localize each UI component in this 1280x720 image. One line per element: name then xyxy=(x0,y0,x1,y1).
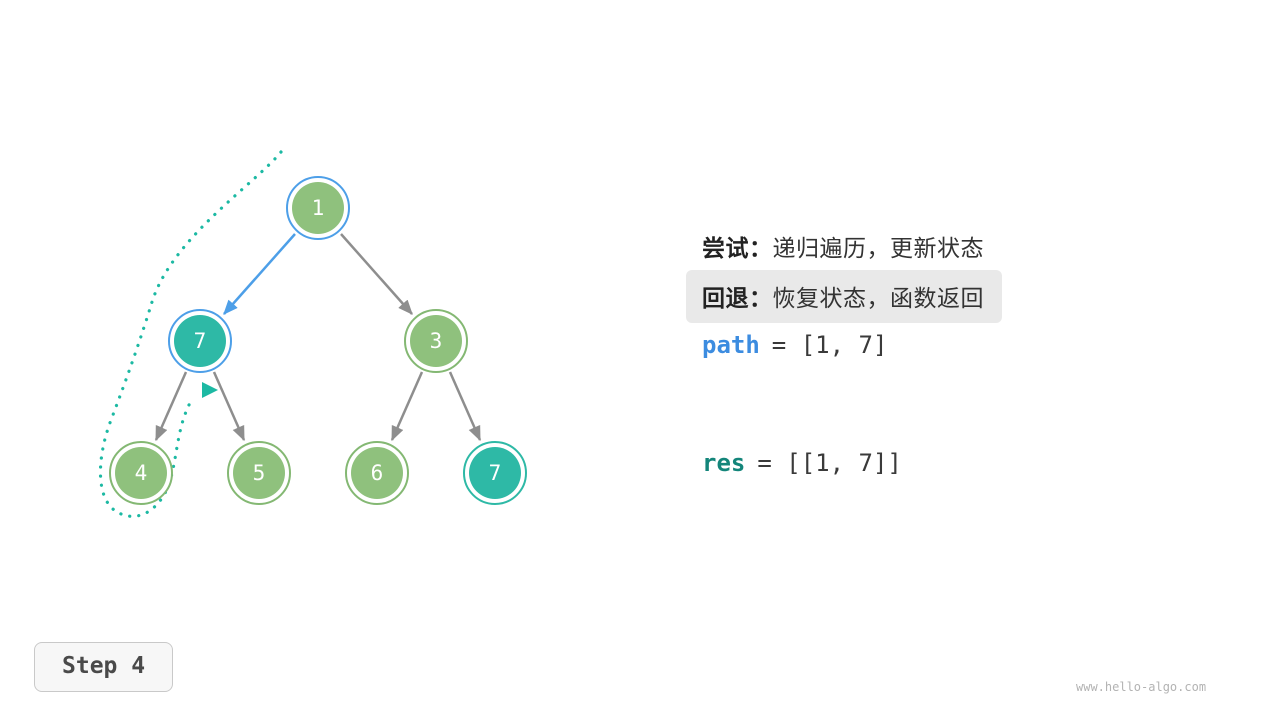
tree-node-3: 3 xyxy=(404,309,468,373)
step-indicator-label: Step 4 xyxy=(62,653,146,679)
edge-3-6 xyxy=(390,371,424,442)
tree-node-4-label: 4 xyxy=(115,447,167,499)
tree-node-4: 4 xyxy=(109,441,173,505)
tree-node-7-left-label: 7 xyxy=(174,315,226,367)
trace-arrowhead-icon xyxy=(202,382,218,398)
tree-node-7-right: 7 xyxy=(463,441,527,505)
tree-node-7-right-label: 7 xyxy=(469,447,521,499)
path-variable-line: path = [1, 7] xyxy=(702,331,887,359)
res-variable-name: res xyxy=(702,449,746,477)
tree-node-7-left: 7 xyxy=(168,309,232,373)
backtrack-note-box: 回退：恢复状态，函数返回 xyxy=(686,270,1002,323)
edge-1-3 xyxy=(340,233,413,315)
path-variable-value: = [1, 7] xyxy=(771,331,888,359)
try-note-label: 尝试： xyxy=(702,236,773,262)
tree-node-1: 1 xyxy=(286,176,350,240)
backtrack-note-text: 恢复状态，函数返回 xyxy=(772,286,984,312)
tree-node-6: 6 xyxy=(345,441,409,505)
step-indicator: Step 4 xyxy=(34,642,174,692)
tree-node-5: 5 xyxy=(227,441,291,505)
edge-3-7 xyxy=(448,371,482,442)
backtrack-trace-dotted xyxy=(98,150,283,518)
edge-7-5 xyxy=(212,371,246,442)
tree-node-3-label: 3 xyxy=(410,315,462,367)
tree-node-5-label: 5 xyxy=(233,447,285,499)
backtrack-note: 回退：恢复状态，函数返回 xyxy=(702,286,984,312)
try-note: 尝试：递归遍历，更新状态 xyxy=(702,229,984,263)
edge-1-7-active xyxy=(223,233,296,315)
backtrack-note-label: 回退： xyxy=(702,286,773,312)
watermark: www.hello-algo.com xyxy=(1076,680,1207,694)
edge-7-4 xyxy=(154,371,188,442)
try-note-text: 递归遍历，更新状态 xyxy=(772,236,984,262)
tree-node-6-label: 6 xyxy=(351,447,403,499)
tree-node-1-label: 1 xyxy=(292,182,344,234)
path-variable-name: path xyxy=(702,331,760,359)
res-variable-line: res = [[1, 7]] xyxy=(702,449,902,477)
res-variable-value: = [[1, 7]] xyxy=(757,449,902,477)
